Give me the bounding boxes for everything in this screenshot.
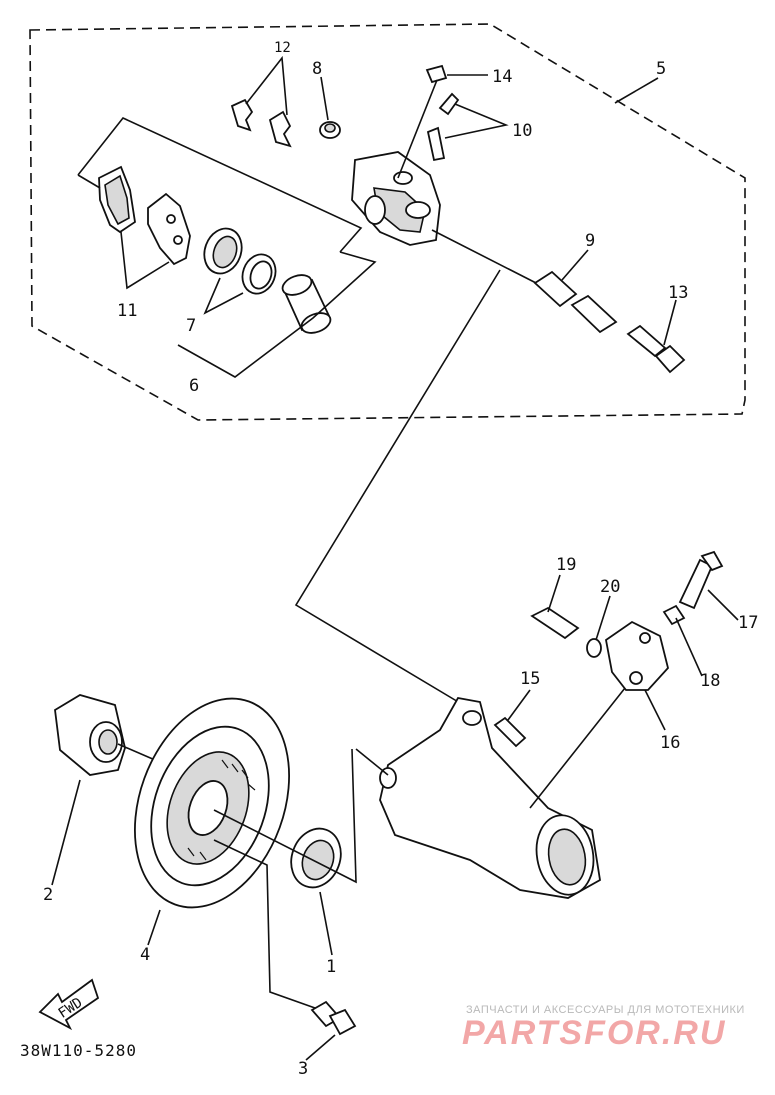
callout-13: 13	[668, 283, 688, 303]
leader-3	[305, 1034, 336, 1061]
leader-11	[77, 117, 363, 253]
leader-1	[213, 748, 357, 884]
slide-pin-boot	[533, 270, 618, 334]
watermark-logo: PARTSFOR.RU	[462, 1014, 727, 1052]
brake-disc	[134, 697, 290, 909]
callout-19: 19	[556, 555, 576, 575]
callout-16: 16	[660, 733, 680, 753]
callout-6: 6	[189, 376, 199, 396]
callout-4: 4	[140, 945, 150, 965]
leader-8	[320, 76, 329, 121]
leader-6	[177, 251, 377, 378]
brake-pad-outer	[98, 165, 136, 234]
callout-8: 8	[312, 59, 322, 79]
callout-5: 5	[656, 59, 666, 79]
caliper-axis-line	[431, 229, 541, 286]
callout-12: 12	[274, 40, 291, 56]
bleed-cap	[425, 64, 448, 84]
leader-10	[444, 103, 509, 139]
callout-7: 7	[186, 316, 196, 336]
callout-17: 17	[738, 613, 758, 633]
callout-2: 2	[43, 885, 53, 905]
bracket-bolt	[493, 716, 527, 748]
leader-2	[51, 779, 81, 886]
leader-19	[547, 574, 561, 613]
leader-7	[203, 277, 244, 315]
callout-10: 10	[512, 121, 532, 141]
leader-16	[644, 689, 666, 731]
leader-12	[245, 55, 288, 116]
callout-11: 11	[117, 301, 137, 321]
leader-15	[507, 689, 531, 721]
callout-18: 18	[700, 671, 720, 691]
piston-seal-large	[203, 227, 243, 275]
disc-bolt	[310, 1000, 357, 1036]
callout-1: 1	[326, 957, 336, 977]
fwd-arrow: FWD	[38, 978, 100, 1031]
brake-pad-inner	[147, 192, 191, 266]
callout-14: 14	[492, 67, 512, 87]
torque-link-nut	[662, 604, 686, 626]
diagram-code: 38W110-5280	[20, 1041, 137, 1060]
piston-seal-small	[241, 253, 277, 295]
caliper-bracket	[379, 696, 601, 899]
caliper-assembly-boundary	[29, 23, 746, 421]
pad-clips	[230, 98, 292, 148]
leader-5	[614, 77, 659, 104]
washer	[586, 638, 602, 658]
callout-3: 3	[298, 1059, 308, 1079]
callout-15: 15	[520, 669, 540, 689]
torque-link	[605, 620, 669, 691]
caliper-body	[351, 151, 441, 246]
leader-13	[663, 299, 677, 346]
bleed-screw	[426, 92, 460, 162]
watermark-caption: ЗАПЧАСТИ И АКСЕССУАРЫ ДЛЯ МОТОТЕХНИКИ	[466, 1004, 745, 1016]
leader-3-line	[213, 839, 316, 1009]
callout-9: 9	[585, 231, 595, 251]
wheel-hub	[54, 694, 126, 776]
leader-17	[707, 589, 739, 621]
torque-link-bolt	[530, 606, 580, 640]
caliper-bolt	[626, 324, 686, 374]
leader-20	[595, 595, 611, 641]
bleed-nut	[319, 121, 341, 139]
leader-4	[147, 909, 161, 946]
leader-caliper-to-bracket	[294, 269, 501, 704]
callout-20: 20	[600, 577, 620, 597]
leader-18	[675, 617, 703, 677]
torque-link-bolt-long	[678, 550, 724, 610]
leader-9	[561, 249, 589, 281]
oil-seal	[290, 827, 342, 889]
brake-piston	[281, 274, 332, 334]
